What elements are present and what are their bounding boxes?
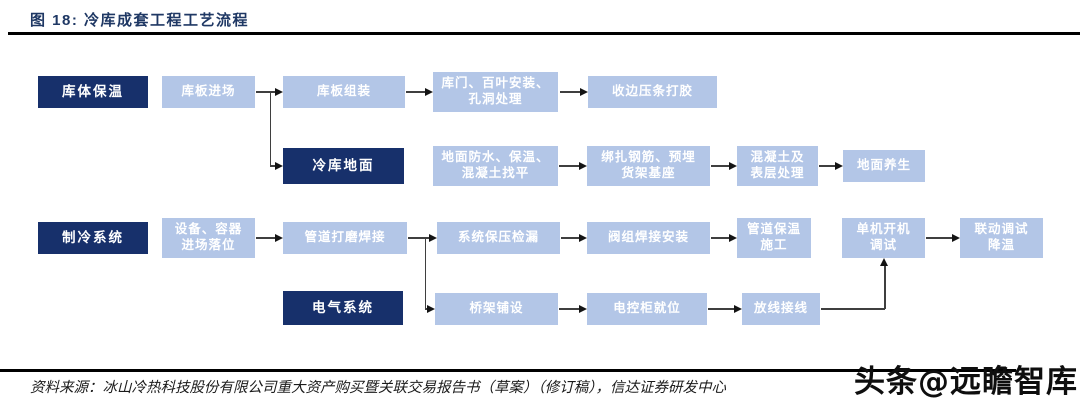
connector-arrow-right — [580, 87, 588, 96]
connector-arrow-right — [275, 161, 283, 170]
connector-arrow-right — [427, 304, 435, 313]
figure-title: 图 18: 冷库成套工程工艺流程 — [30, 12, 250, 29]
connector-arrow-right — [579, 233, 587, 242]
box-floor-waterproofing: 地面防水、保温、 混凝土找平 — [433, 146, 558, 186]
box-joint-commissioning: 联动调试 降温 — [960, 218, 1043, 258]
connector-arrow-right — [734, 304, 742, 313]
box-wiring: 放线接线 — [742, 293, 820, 325]
connector-arrow-right — [275, 233, 283, 242]
connector-line — [708, 308, 735, 310]
box-valve-install: 阀组焊接安装 — [587, 222, 710, 254]
box-panel-assembly: 库板组装 — [283, 76, 405, 108]
connector-line — [561, 237, 580, 239]
box-pipe-welding: 管道打磨焊接 — [283, 222, 407, 254]
stage-label-cold-storage-floor: 冷库地面 — [283, 148, 404, 184]
box-floor-curing: 地面养生 — [843, 150, 925, 182]
box-equipment-positioning: 设备、容器 进场落位 — [162, 218, 255, 258]
connector-line — [559, 165, 580, 167]
connector-line — [926, 237, 953, 239]
connector-arrow-right — [579, 304, 587, 313]
connector-line — [408, 237, 430, 239]
connector-arrow-right — [579, 161, 587, 170]
connector-line — [711, 165, 730, 167]
connector-line — [406, 91, 426, 93]
connector-arrow-up — [880, 258, 888, 266]
connector-arrow-right — [835, 161, 843, 170]
box-concrete-surface: 混凝土及 表层处理 — [737, 146, 818, 186]
watermark: 头条@远瞻智库 — [854, 364, 1078, 400]
connector-branch-down — [424, 238, 426, 309]
source-note: 资料来源：冰山冷热科技股份有限公司重大资产购买暨关联交易报告书（草案）（修订稿）… — [30, 380, 726, 396]
connector-line — [711, 237, 730, 239]
box-rebar-embedding: 绑扎钢筋、预埋 货架基座 — [587, 146, 710, 186]
connector-arrow-right — [275, 87, 283, 96]
box-edge-sealing: 收边压条打胶 — [588, 76, 717, 108]
connector-elbow-horizontal — [821, 308, 885, 310]
connector-arrow-right — [429, 233, 437, 242]
connector-line — [256, 91, 276, 93]
bottom-divider — [0, 369, 1016, 372]
connector-line — [270, 165, 276, 167]
box-pressure-leak-test: 系统保压检漏 — [437, 222, 560, 254]
connector-line — [560, 91, 581, 93]
connector-arrow-right — [952, 233, 960, 242]
stage-label-warehouse-insulation: 库体保温 — [38, 76, 148, 108]
connector-arrow-right — [729, 233, 737, 242]
connector-line — [256, 237, 276, 239]
box-cable-tray: 桥架铺设 — [435, 293, 558, 325]
box-control-cabinet: 电控柜就位 — [587, 293, 707, 325]
top-divider — [8, 32, 1080, 35]
connector-line — [559, 308, 580, 310]
box-standalone-test: 单机开机 调试 — [842, 218, 925, 258]
connector-arrow-right — [729, 161, 737, 170]
connector-arrow-right — [425, 87, 433, 96]
box-pipe-insulation: 管道保温 施工 — [737, 218, 811, 258]
box-door-louver-install: 库门、百叶安装、 孔洞处理 — [433, 72, 558, 112]
box-panel-arrival: 库板进场 — [162, 76, 255, 108]
connector-line — [819, 165, 836, 167]
stage-label-refrigeration-system: 制冷系统 — [38, 222, 148, 254]
connector-elbow-vertical — [884, 262, 886, 309]
stage-label-electrical-system: 电气系统 — [283, 291, 403, 325]
connector-branch-down — [269, 92, 271, 166]
